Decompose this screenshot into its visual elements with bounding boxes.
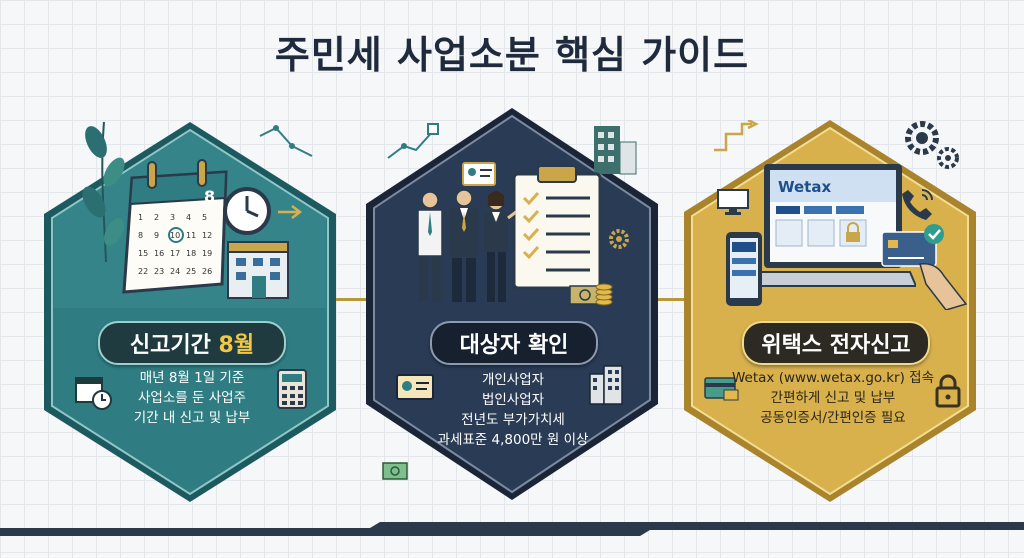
svg-text:19: 19	[202, 249, 212, 258]
svg-text:5: 5	[202, 213, 207, 222]
svg-text:26: 26	[202, 267, 212, 276]
connector-line-1	[318, 298, 380, 301]
monitor-icon	[717, 189, 749, 215]
svg-text:17: 17	[170, 249, 180, 258]
schedule-line: 사업소를 둔 사업주	[138, 390, 246, 406]
svg-text:23: 23	[154, 267, 164, 276]
growth-arrow-icon	[714, 120, 759, 152]
schedule-heading: 신고기간 8월	[98, 321, 286, 365]
calculator-icon	[277, 369, 307, 409]
svg-text:3: 3	[170, 213, 175, 222]
building-icon	[227, 241, 289, 299]
schedule-heading-text: 신고기간	[129, 333, 219, 358]
eligibility-heading: 대상자 확인	[430, 321, 598, 365]
schedule-line: 기간 내 신고 및 납부	[133, 410, 251, 426]
leaf-icon	[82, 121, 125, 262]
gear-icon	[905, 121, 959, 169]
wetax-line: 공동인증서/간편인증 필요	[760, 410, 906, 426]
id-card-icon	[462, 162, 496, 186]
schedule-heading-highlight: 8월	[218, 333, 255, 358]
calendar-clock-icon	[75, 377, 112, 410]
card-icon	[881, 224, 968, 310]
money-icon	[382, 462, 408, 480]
schedule-line: 매년 8월 1일 기준	[139, 370, 245, 386]
eligibility-description: 개인사업자 법인사업자 전년도 부가가치세 과세표준 4,800만 원 이상	[428, 370, 598, 450]
svg-text:9: 9	[154, 231, 159, 240]
svg-text:2: 2	[154, 213, 159, 222]
eligibility-line: 전년도 부가가치세	[461, 412, 565, 428]
payment-card-icon	[704, 377, 739, 401]
svg-text:24: 24	[170, 267, 180, 276]
arrow-icon	[278, 205, 303, 219]
svg-text:25: 25	[186, 267, 196, 276]
eligibility-line: 법인사업자	[481, 392, 545, 408]
gear-icon	[609, 229, 629, 249]
svg-text:10: 10	[170, 231, 180, 240]
tower-icon	[594, 126, 637, 175]
svg-text:8: 8	[138, 231, 143, 240]
eligibility-line: 과세표준 4,800만 원 이상	[437, 432, 589, 448]
chart-icon	[387, 123, 439, 159]
svg-text:Wetax: Wetax	[778, 178, 831, 196]
svg-text:12: 12	[202, 231, 212, 240]
eligibility-line: 개인사업자	[481, 372, 545, 388]
phone-icon	[726, 232, 762, 306]
svg-text:11: 11	[186, 231, 196, 240]
wetax-description: Wetax (www.wetax.go.kr) 접속 간편하게 신고 및 납부 …	[718, 368, 948, 428]
wetax-line: Wetax (www.wetax.go.kr) 접속	[732, 370, 934, 386]
lock-icon	[935, 374, 961, 408]
page-title: 주민세 사업소분 핵심 가이드	[274, 33, 750, 77]
svg-text:8: 8	[204, 187, 215, 206]
hex-panel-wetax	[684, 120, 976, 502]
svg-text:16: 16	[154, 249, 164, 258]
wetax-line: 간편하게 신고 및 납부	[770, 390, 896, 406]
bottom-border	[0, 522, 1024, 536]
schedule-description: 매년 8월 1일 기준 사업소를 둔 사업주 기간 내 신고 및 납부	[110, 368, 274, 428]
call-icon	[902, 189, 933, 220]
svg-text:22: 22	[138, 267, 148, 276]
wetax-heading: 위택스 전자신고	[742, 321, 930, 365]
svg-text:18: 18	[186, 249, 196, 258]
coins-icon	[569, 283, 613, 306]
clock-icon	[223, 187, 271, 235]
checklist-icon	[512, 165, 602, 290]
trend-line-icon	[259, 125, 313, 157]
id-card-icon	[396, 374, 434, 400]
laptop-icon: Wetax	[756, 164, 916, 287]
connector-line-2	[648, 298, 710, 301]
svg-text:1: 1	[138, 213, 143, 222]
building-icon	[589, 365, 623, 405]
svg-text:15: 15	[138, 249, 148, 258]
people-icon	[417, 189, 516, 302]
svg-text:4: 4	[186, 213, 191, 222]
